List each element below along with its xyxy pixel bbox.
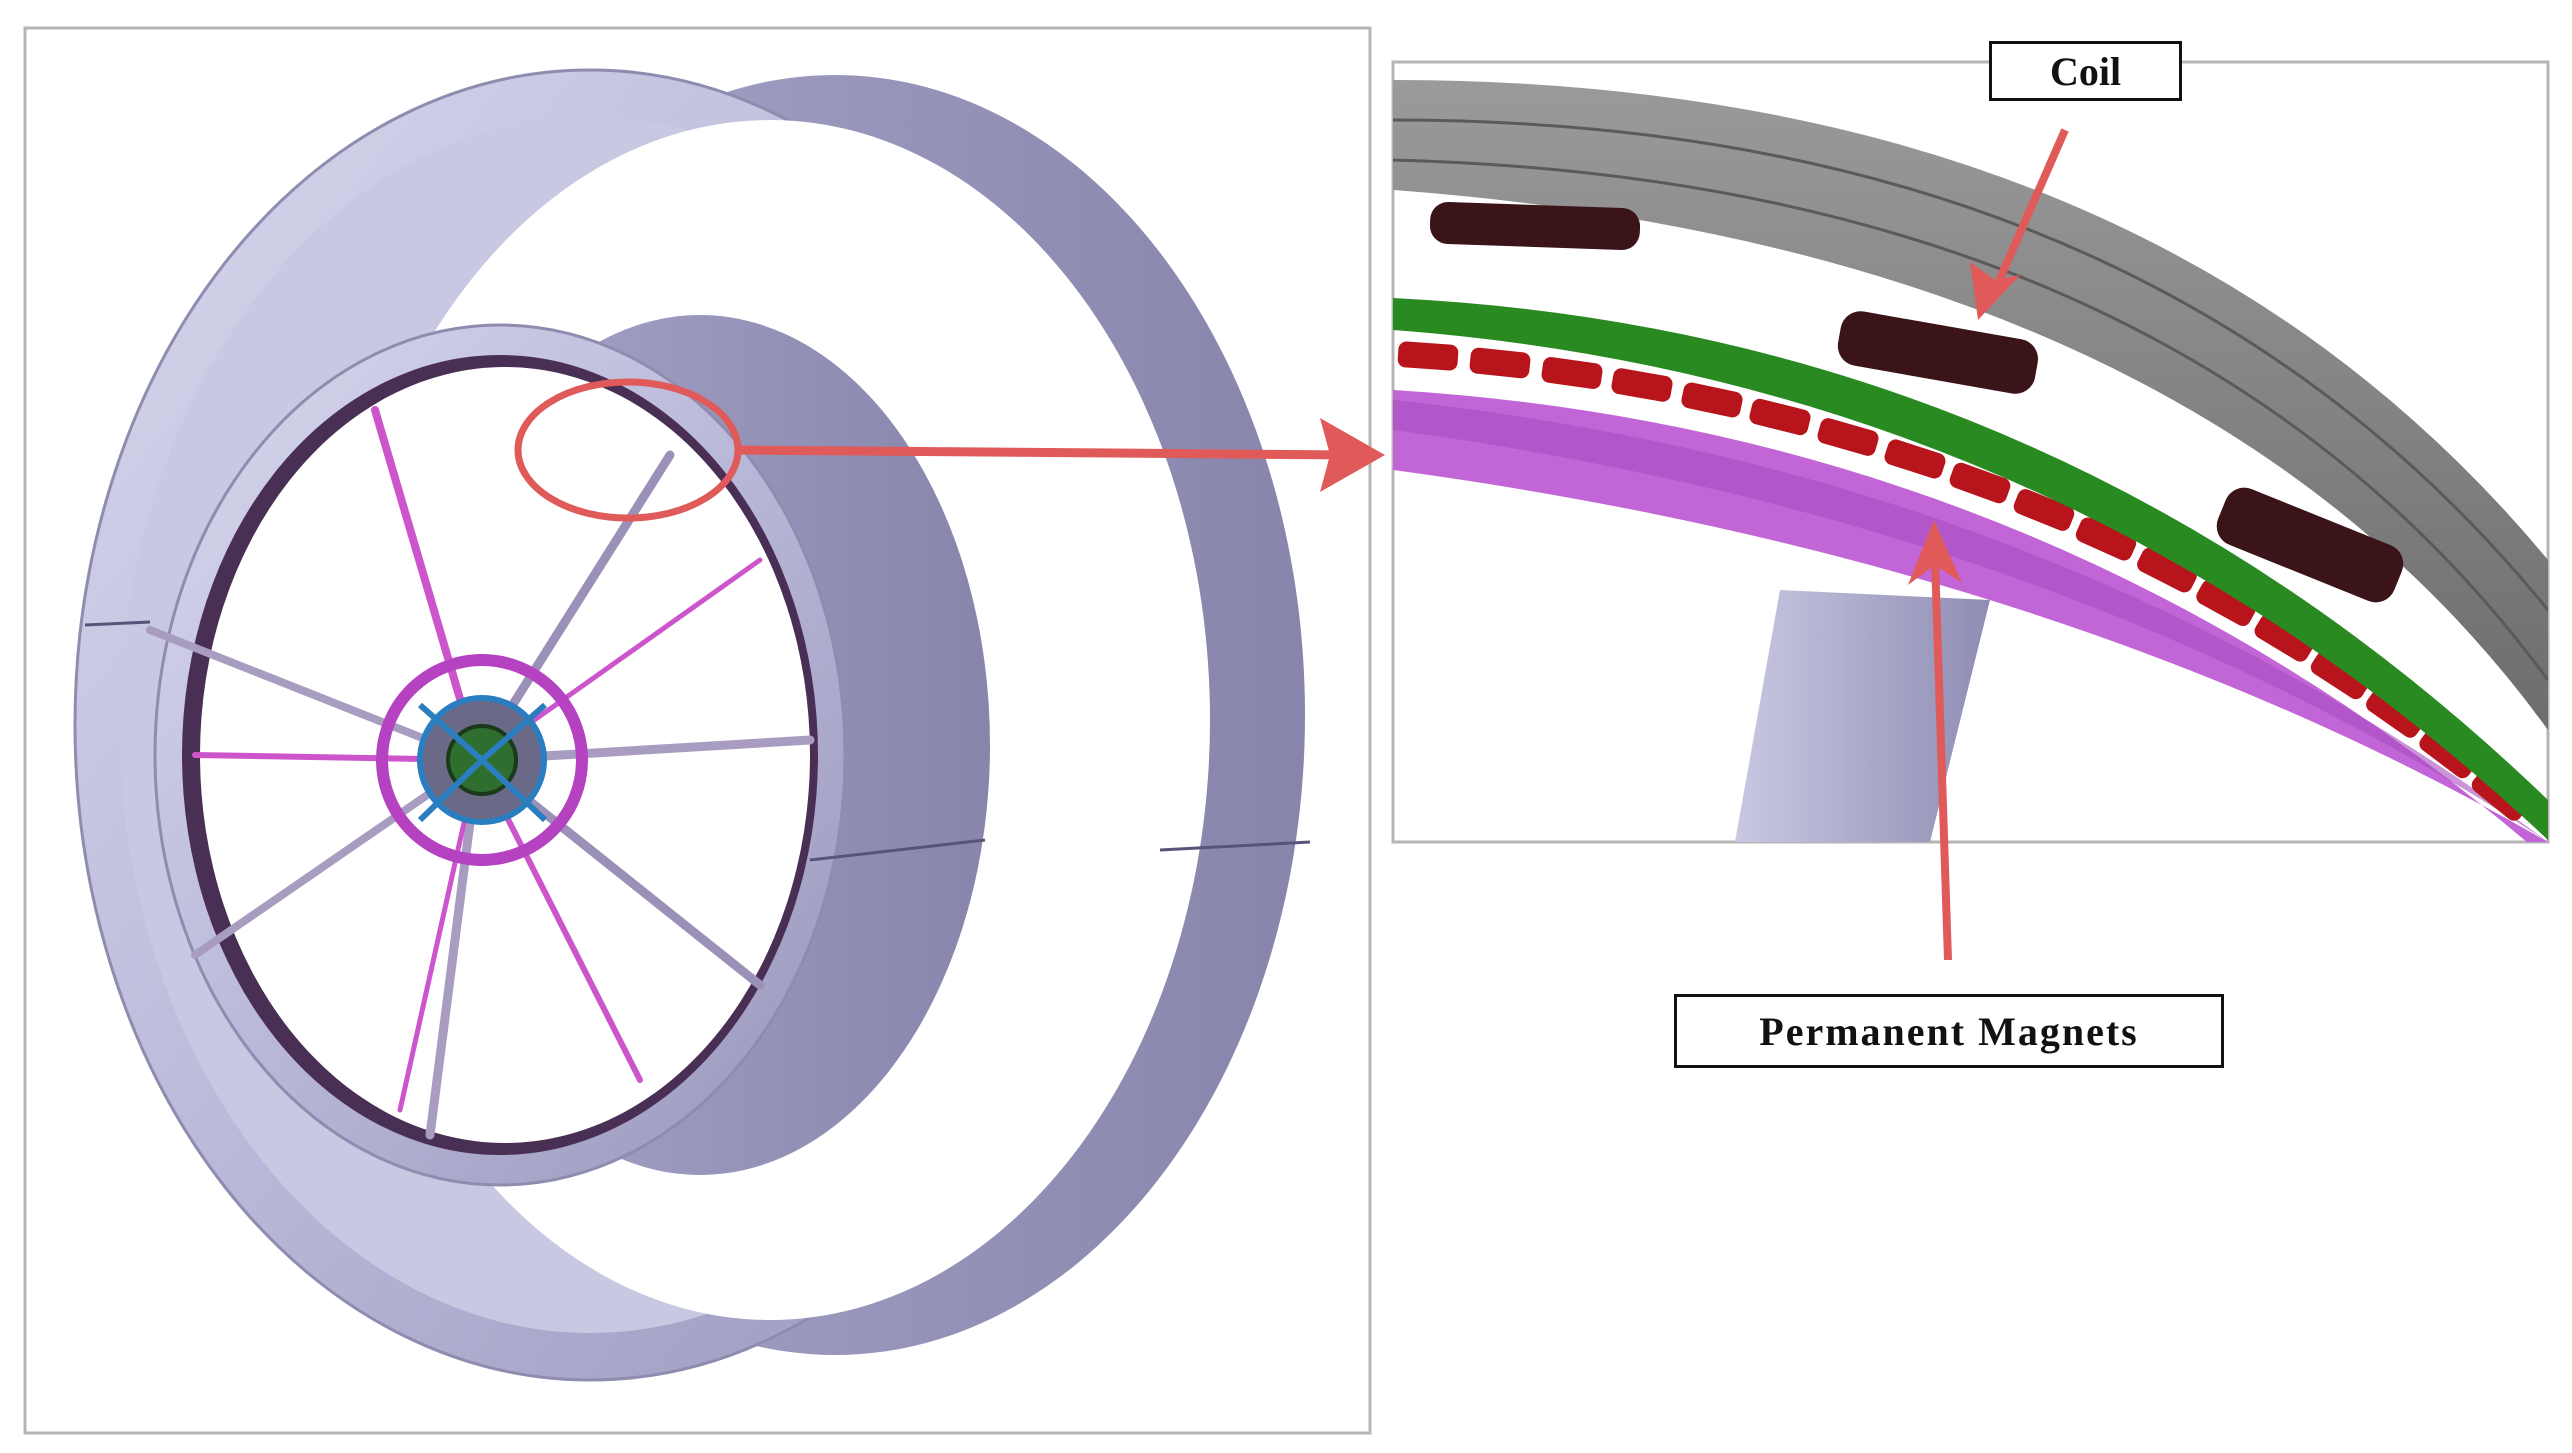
- permanent-magnets-row: [1397, 341, 2529, 821]
- turbine-hub: [376, 654, 588, 866]
- permanent-magnets-label: Permanent Magnets: [1674, 994, 2224, 1068]
- magnet-arrow-icon: [1908, 520, 1962, 585]
- stator-ring: [1393, 80, 2548, 730]
- annotation-arrows: [1908, 128, 2069, 961]
- detail-panel: [1391, 60, 2550, 844]
- rotor-rim: [1393, 390, 2548, 842]
- coils: [1429, 201, 2404, 603]
- coil-label: Coil: [1989, 41, 2182, 101]
- callout-arrowhead-icon: [1320, 418, 1385, 492]
- overview-panel: [23, 26, 1385, 1435]
- support-strut: [1735, 590, 1990, 842]
- coil-arrow-icon: [1970, 262, 2020, 320]
- zoom-callout: [514, 378, 1385, 522]
